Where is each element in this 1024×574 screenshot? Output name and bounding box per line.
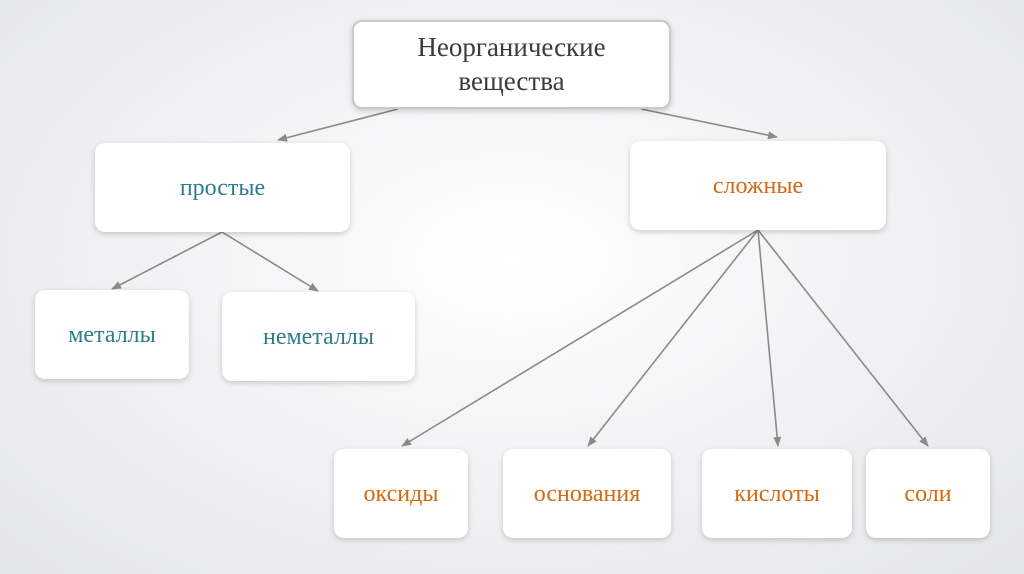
node-label-complex: сложные xyxy=(712,172,804,199)
node-label-nonmetals: неметаллы xyxy=(262,323,375,350)
node-label-simple: простые xyxy=(179,174,266,201)
arrow-simple-to-metals xyxy=(111,231,223,290)
node-label-acids: кислоты xyxy=(734,480,820,507)
node-acids: кислоты xyxy=(702,449,852,538)
arrow-complex-to-bases xyxy=(587,229,759,447)
arrow-complex-to-acids xyxy=(757,229,782,447)
arrow-complex-to-salts xyxy=(757,229,929,447)
node-metals: металлы xyxy=(35,290,189,379)
arrow-complex-to-oxides xyxy=(401,229,759,447)
node-label-bases: основания xyxy=(533,480,641,507)
arrow-simple-to-nonmetals xyxy=(221,231,319,292)
node-inorganic-substances: Неорганические вещества xyxy=(352,20,671,109)
arrow-root-to-complex xyxy=(640,108,778,140)
node-oxides: оксиды xyxy=(334,449,468,538)
node-label-metals: металлы xyxy=(68,321,156,348)
node-label-root: Неорганические вещества xyxy=(417,31,606,96)
node-complex: сложные xyxy=(630,141,886,230)
node-label-salts: соли xyxy=(904,480,952,507)
node-label-oxides: оксиды xyxy=(363,480,439,507)
node-nonmetals: неметаллы xyxy=(222,292,415,381)
node-simple: простые xyxy=(95,143,350,232)
arrow-root-to-simple xyxy=(277,108,399,142)
node-bases: основания xyxy=(503,449,671,538)
node-salts: соли xyxy=(866,449,990,538)
